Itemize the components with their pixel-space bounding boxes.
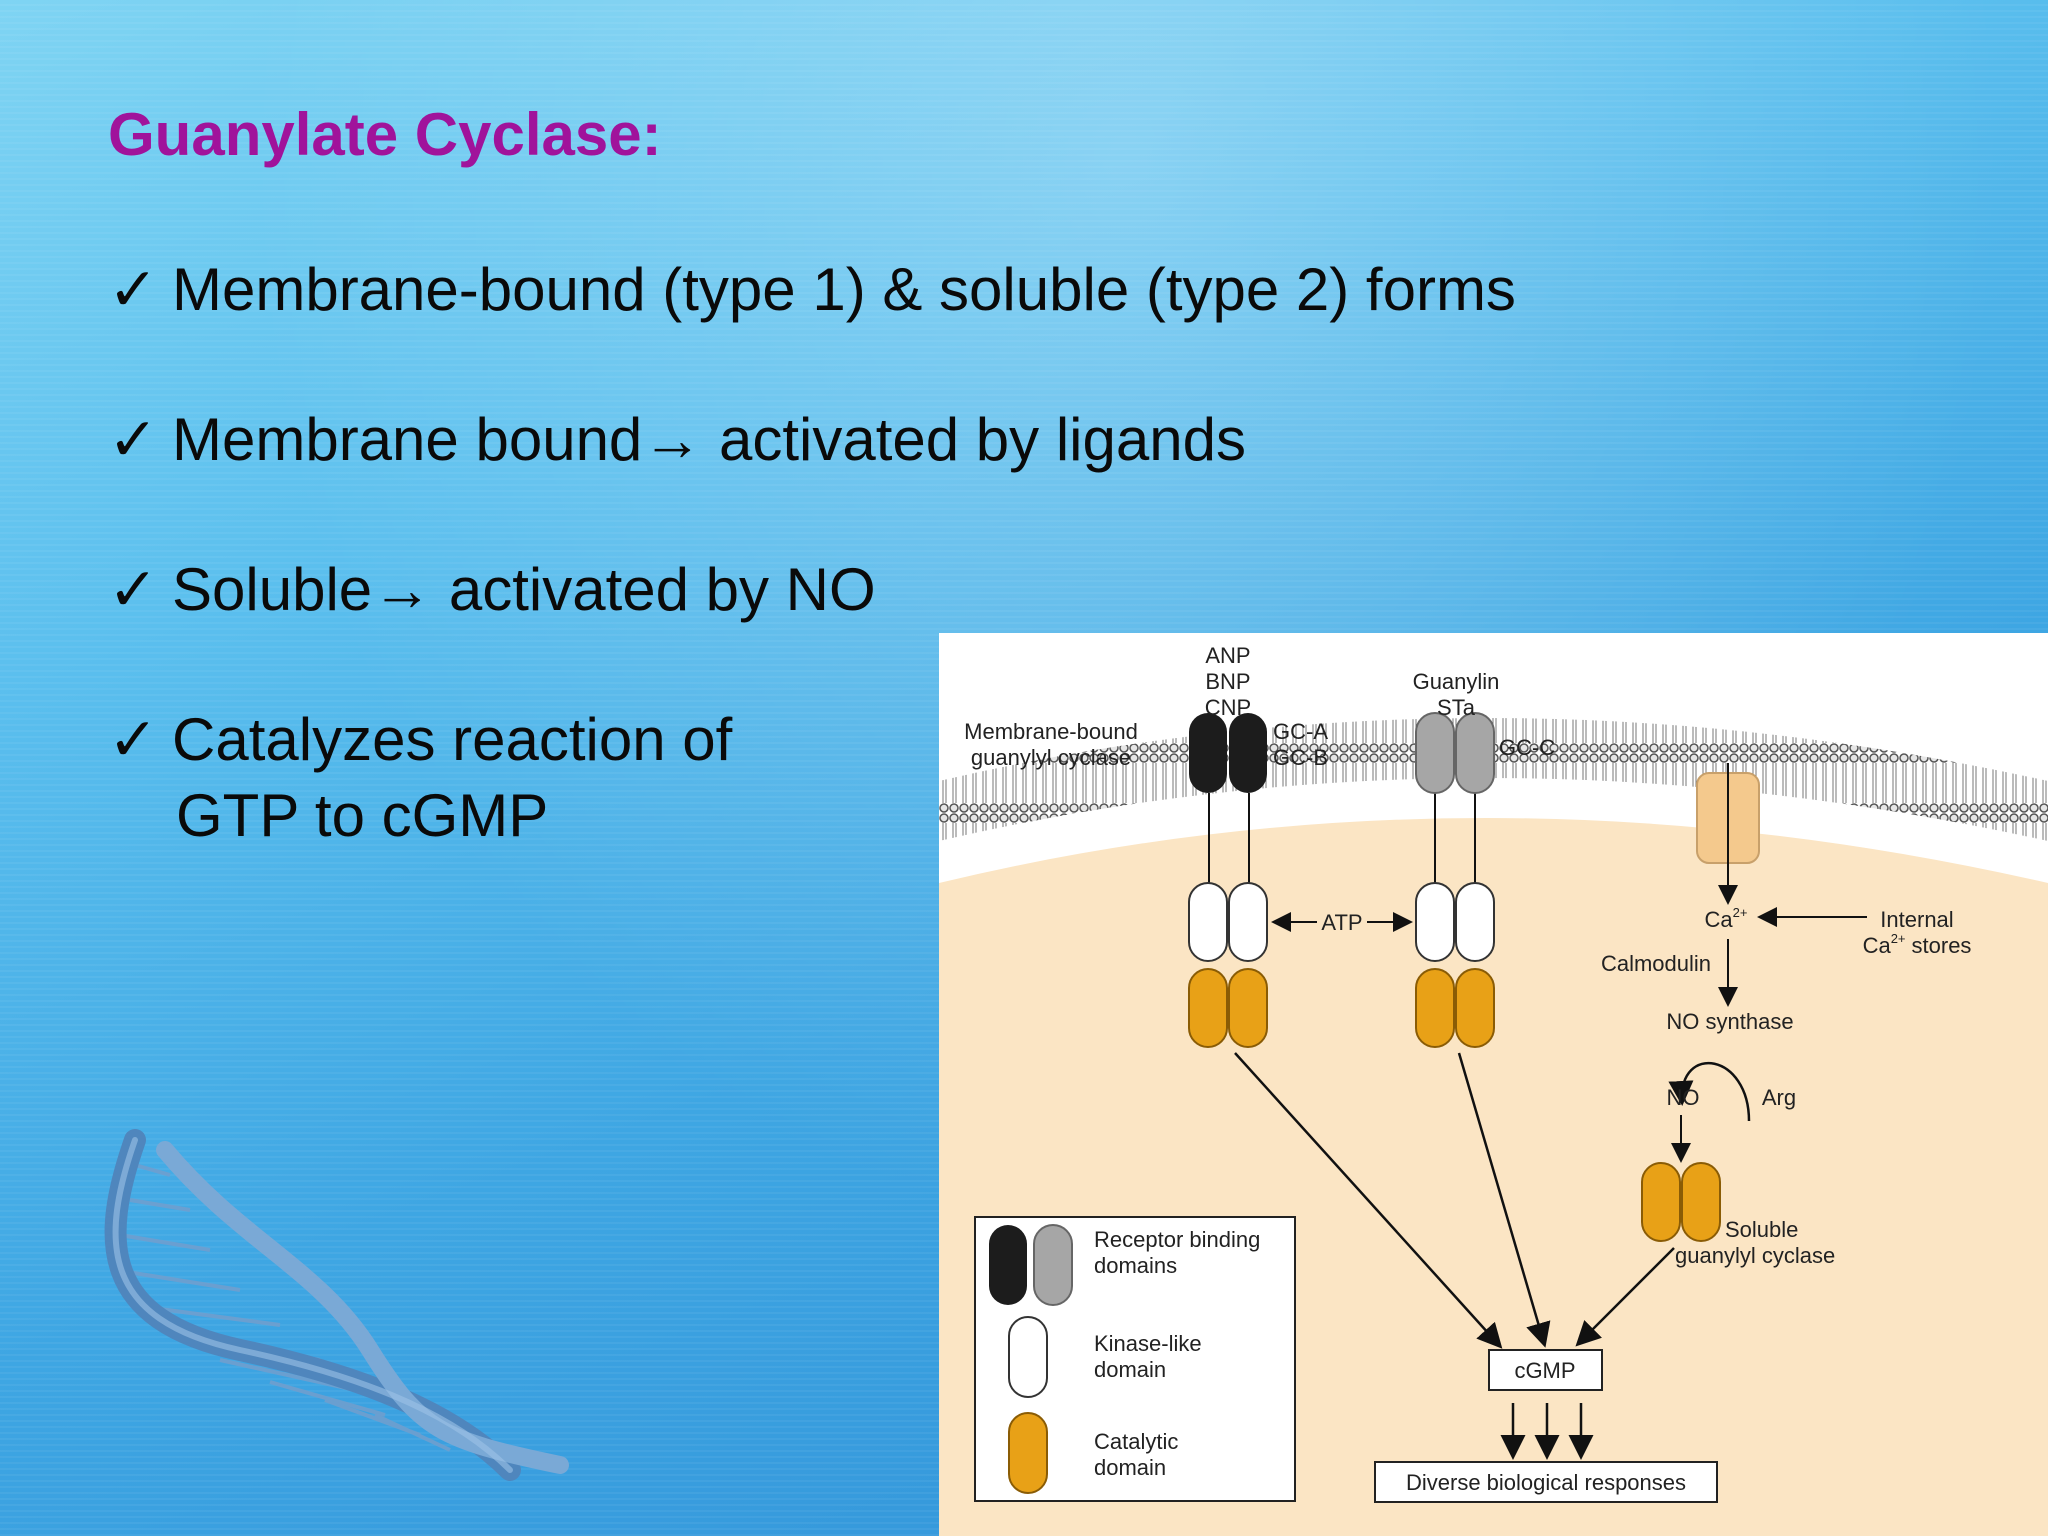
bullet-item: ✓Membrane-bound (type 1) & soluble (type…: [108, 252, 1516, 328]
guanylin-label: Guanylin: [1413, 669, 1500, 694]
checkmark-icon: ✓: [108, 706, 159, 773]
internal-label: Internal: [1880, 907, 1953, 932]
atp-label: ATP: [1321, 910, 1362, 935]
gc-a-gc-b-receptor: [1188, 713, 1268, 1048]
legend-catalytic-label: domain: [1094, 1455, 1166, 1480]
membrane-bound-label: guanylyl cyclase: [971, 745, 1131, 770]
bullet-text: Membrane bound→ activated by ligands: [172, 406, 1246, 473]
bullet-text: Membrane-bound (type 1) & soluble (type …: [172, 256, 1516, 323]
soluble-label: guanylyl cyclase: [1675, 1243, 1835, 1268]
bullet-text: Catalyzes reaction of: [172, 706, 733, 773]
membrane-bound-label: Membrane-bound: [964, 719, 1138, 744]
legend-kinase-label: Kinase-like: [1094, 1331, 1202, 1356]
checkmark-icon: ✓: [108, 406, 159, 473]
checkmark-icon: ✓: [108, 556, 159, 623]
arg-label: Arg: [1762, 1085, 1796, 1110]
gc-a-label: GC-A: [1273, 719, 1328, 744]
responses-box: [1374, 1461, 1718, 1503]
calcium-label: Ca2+: [1705, 905, 1748, 932]
legend-receptor-label: Receptor binding: [1094, 1227, 1260, 1252]
responses-label: Diverse biological responses: [1406, 1470, 1686, 1495]
gc-c-label: GC-C: [1499, 735, 1555, 760]
bullet-item: ✓Soluble→ activated by NO: [108, 552, 876, 628]
gc-b-label: GC-B: [1273, 745, 1328, 770]
legend-kinase-label: domain: [1094, 1357, 1166, 1382]
no-label: NO: [1667, 1085, 1700, 1110]
dna-helix-image: [104, 1129, 569, 1481]
bullet-text: Soluble→ activated by NO: [172, 556, 876, 623]
bullet-item: ✓Membrane bound→ activated by ligands: [108, 402, 1246, 478]
gc-c-receptor: [1415, 712, 1495, 1048]
soluble-label: Soluble: [1725, 1217, 1798, 1242]
slide-title: Guanylate Cyclase:: [108, 101, 662, 168]
bnp-label: BNP: [1205, 669, 1250, 694]
guanylyl-cyclase-diagram: ANP BNP CNP Guanylin STa Membrane-bound …: [939, 643, 2048, 1536]
legend-catalytic-label: Catalytic: [1094, 1429, 1178, 1454]
cgmp-label: cGMP: [1514, 1358, 1575, 1383]
bullet-item: ✓Catalyzes reaction of GTP to cGMP: [108, 702, 732, 854]
calcium-stores-label: Ca2+stores: [1863, 931, 1972, 958]
cgmp-box: [1488, 1349, 1603, 1391]
no-synthase-label: NO synthase: [1666, 1009, 1793, 1034]
sta-label: STa: [1437, 695, 1476, 720]
calmodulin-label: Calmodulin: [1601, 951, 1711, 976]
cnp-label: CNP: [1205, 695, 1251, 720]
checkmark-icon: ✓: [108, 256, 159, 323]
legend-box: Receptor binding domains Kinase-like dom…: [974, 1216, 1296, 1502]
anp-label: ANP: [1205, 643, 1250, 668]
legend-receptor-label: domains: [1094, 1253, 1177, 1278]
diagram-panel: ANP BNP CNP Guanylin STa Membrane-bound …: [939, 633, 2048, 1536]
bullet-continuation: GTP to cGMP: [176, 782, 549, 849]
soluble-guanylyl-cyclase: [1641, 1162, 1721, 1242]
